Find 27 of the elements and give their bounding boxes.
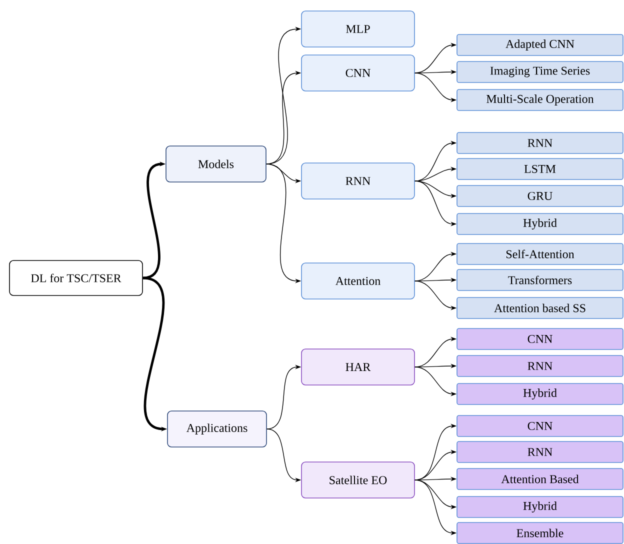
leaf-box: Multi-Scale Operation <box>456 89 624 111</box>
leaf-box: RNN <box>456 132 624 154</box>
method-box: MLP <box>301 10 415 48</box>
leaf-box: Ensemble <box>456 522 624 544</box>
method-box: HAR <box>301 348 415 386</box>
leaf-box: CNN <box>456 415 624 437</box>
leaf-box: LSTM <box>456 158 624 180</box>
leaf-box: Imaging Time Series <box>456 61 624 83</box>
method-box: RNN <box>301 162 415 200</box>
leaf-box: GRU <box>456 185 624 207</box>
category-box: Applications <box>167 410 267 448</box>
leaf-box: RNN <box>456 441 624 463</box>
leaf-box: Hybrid <box>456 383 624 405</box>
root-box: DL for TSC/TSER <box>9 260 143 296</box>
leaf-box: Hybrid <box>456 213 624 235</box>
leaf-box: Attention based SS <box>456 297 624 319</box>
leaf-box: CNN <box>456 328 624 350</box>
leaf-box: Self-Attention <box>456 243 624 265</box>
method-box: Attention <box>301 262 415 300</box>
leaf-box: Adapted CNN <box>456 34 624 56</box>
leaf-box: Transformers <box>456 269 624 291</box>
leaf-box: Hybrid <box>456 496 624 518</box>
leaf-box: RNN <box>456 355 624 377</box>
method-box: Satellite EO <box>301 462 415 498</box>
leaf-box: Attention Based <box>456 468 624 490</box>
category-box: Models <box>166 146 266 182</box>
method-box: CNN <box>301 54 415 92</box>
